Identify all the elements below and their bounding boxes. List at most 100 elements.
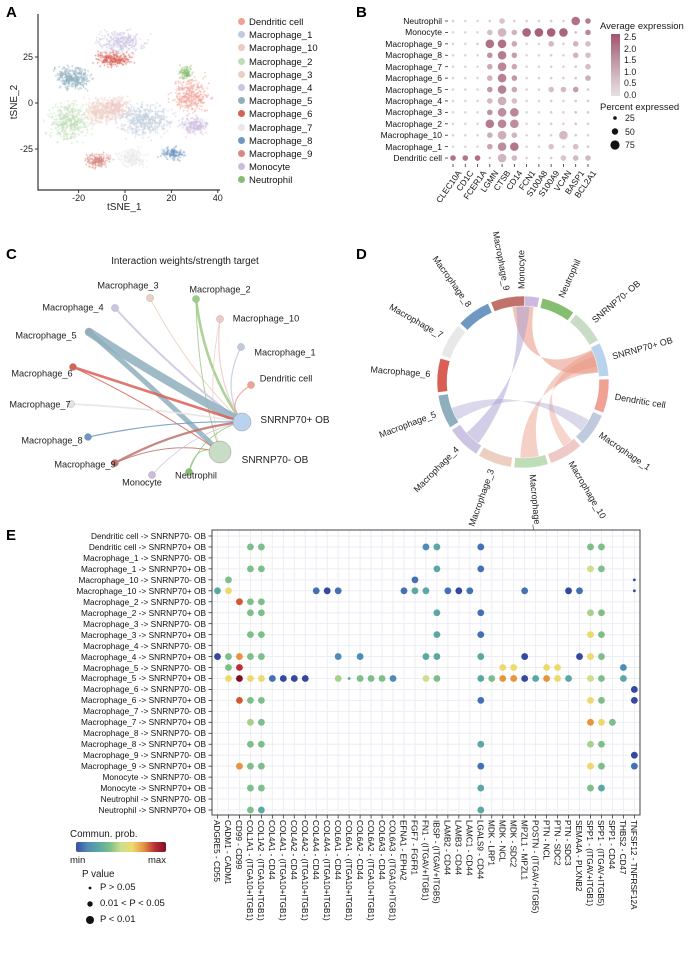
avg-expression-tick: 0.5 — [624, 78, 637, 89]
chord-segment-label: Neutrophil — [556, 258, 582, 299]
cluster-legend-label: Neutrophil — [249, 175, 293, 187]
dotplot-cell-label: Macrophage_10 — [380, 130, 442, 141]
bubble-col-label: COL6A1 - CD44 — [332, 820, 342, 880]
cluster-legend-item: Macrophage_4 — [238, 84, 312, 94]
bubble-col-label: COL1A2 - (ITGA10+ITGB1) — [256, 820, 266, 921]
cluster-legend-item: Macrophage_3 — [238, 71, 312, 81]
panel-e-letter: E — [6, 527, 17, 544]
panel-d-letter: D — [356, 246, 367, 263]
bubble-col-label: PTN - NCL — [541, 820, 551, 861]
hub-label: SNRNP70+ OB — [260, 415, 330, 426]
chord-segment-label: Macrophage_1 — [597, 430, 652, 472]
panel-b-letter: B — [356, 4, 367, 21]
chord-segment-label: Macrophage_7 — [388, 302, 445, 340]
bubble-col-label: SPP1 - CD44 — [607, 820, 617, 870]
bubble-col-label: SPP1 - (ITGAV+ITGB1) — [585, 820, 595, 907]
bubble-row-label: Macrophage_3 -> SNRNP70- OB — [83, 618, 206, 629]
commun-prob-max-label: max — [148, 855, 166, 866]
bubble-col-label: LAMB3 - CD44 — [453, 820, 463, 876]
bubble-col-label: LAMB2 - CD44 — [442, 820, 452, 876]
panel-a-letter: A — [6, 4, 17, 21]
bubble-row-label: Neutrophil -> SNRNP70+ OB — [98, 805, 206, 815]
bubble-row-label: Macrophage_5 -> SNRNP70- OB — [83, 662, 206, 673]
bubble-col-label: FGF7 - FGFR1 — [409, 820, 419, 876]
bubble-row-label: Macrophage_2 -> SNRNP70- OB — [83, 596, 206, 607]
cluster-legend-item: Macrophage_9 — [238, 150, 312, 160]
bubble-row-label: Macrophage_7 -> SNRNP70- OB — [83, 706, 206, 717]
cluster-legend-label: Dendritic cell — [249, 17, 304, 28]
network-node-label: Neutrophil — [175, 470, 217, 481]
chord-segment-label: Macrophage_10 — [566, 459, 608, 520]
cluster-legend-swatch — [238, 18, 245, 25]
network-node-label: Dendritic cell — [259, 373, 313, 384]
cluster-legend-label: Macrophage_2 — [249, 56, 313, 68]
bubble-row-label: Macrophage_4 -> SNRNP70+ OB — [81, 651, 206, 662]
bubble-col-label: FN1 - (ITGAV+ITGB1) — [420, 820, 430, 901]
chord-segment-label: Macrophage_4 — [412, 444, 461, 494]
cluster-legend-label: Macrophage_3 — [249, 69, 313, 81]
cluster-legend-item: Neutrophil — [238, 176, 292, 186]
cluster-legend-label: Monocyte — [249, 162, 291, 174]
network-node-label: Macrophage_10 — [232, 313, 300, 324]
cluster-legend-item: Monocyte — [238, 163, 290, 173]
bubble-col-label: PTN - SDC3 — [563, 820, 573, 866]
bubble-col-label: CADM1 - CADM1 — [223, 820, 233, 885]
tsne-x-tick: 40 — [212, 193, 223, 203]
chord-segment-label: Macrophage_6 — [370, 364, 431, 379]
commun-prob-legend-title: Commun. prob. — [70, 829, 138, 840]
network-node-label: Macrophage_6 — [11, 368, 73, 379]
cluster-legend-item: Macrophage_10 — [238, 44, 318, 54]
bubble-col-label: COL4A2 - (ITGA10+ITGB1) — [299, 820, 309, 921]
dotplot-cell-label: Macrophage_9 — [385, 38, 442, 49]
network-node-label: Monocyte — [122, 477, 162, 488]
chord-segment-label: Macrophage_8 — [431, 254, 474, 309]
bubble-col-label: EFNA1 - EPHA2 — [398, 820, 408, 881]
percent-expressed-label: 25 — [625, 113, 635, 123]
avg-expression-legend-title: Average expression — [600, 21, 684, 32]
cluster-legend-swatch — [238, 110, 245, 118]
dotplot-cell-label: Neutrophil — [403, 16, 442, 26]
cluster-legend-label: Macrophage_10 — [249, 43, 318, 55]
commun-prob-min-label: min — [70, 855, 86, 866]
chord-segment-label: Macrophage_3 — [467, 468, 496, 528]
bubble-row-label: Macrophage_10 -> SNRNP70- OB — [78, 574, 206, 585]
cluster-legend-label: Macrophage_7 — [249, 122, 313, 134]
cluster-legend-item: Macrophage_5 — [238, 97, 312, 107]
bubble-row-label: Macrophage_10 -> SNRNP70+ OB — [76, 585, 206, 596]
tsne-y-tick: 25 — [22, 52, 33, 62]
chord-segment-label: Macrophage_5 — [378, 409, 438, 439]
tsne-x-axis-label: tSNE_1 — [107, 202, 142, 213]
bubble-row-label: Monocyte -> SNRNP70- OB — [102, 772, 206, 783]
cluster-legend-swatch — [238, 57, 245, 65]
network-node-label: Macrophage_2 — [189, 284, 251, 295]
bubble-row-label: Macrophage_5 -> SNRNP70+ OB — [81, 673, 206, 684]
bubble-row-label: Macrophage_1 -> SNRNP70- OB — [83, 552, 206, 563]
bubble-row-label: Monocyte -> SNRNP70+ OB — [100, 783, 206, 794]
pvalue-legend-item: 0.01 < P < 0.05 — [100, 898, 165, 909]
tsne-scatter-canvas — [38, 14, 220, 190]
dotplot-cell-label: Macrophage_7 — [385, 61, 442, 72]
bubble-col-label: COL6A1 - (ITGA10+ITGB1) — [343, 820, 353, 921]
avg-expression-tick: 0.0 — [624, 90, 637, 100]
tsne-y-tick: -25 — [19, 144, 33, 154]
tsne-x-tick: 20 — [166, 193, 177, 203]
dotplot-cell-label: Dendritic cell — [393, 153, 442, 164]
avg-expression-tick: 1.0 — [624, 66, 637, 77]
cluster-legend-item: Macrophage_8 — [238, 137, 312, 147]
cluster-legend-swatch — [238, 150, 245, 157]
bubble-row-label: Macrophage_4 -> SNRNP70- OB — [83, 640, 206, 651]
avg-expression-tick: 2.0 — [624, 43, 637, 54]
bubble-col-label: POSTN - (ITGAV+ITGB5) — [530, 820, 540, 914]
bubble-col-label: COL6A3 - (ITGA10+ITGB1) — [387, 820, 397, 921]
cluster-legend-item: Dendritic cell — [238, 18, 303, 28]
bubble-col-label: MDK - SDC2 — [508, 820, 518, 868]
bubble-col-label: COL1A1 - (ITGA10+ITGB1) — [245, 820, 255, 921]
tsne-y-tick: 0 — [27, 98, 33, 108]
bubble-col-label: COL4A1 - CD44 — [267, 820, 277, 880]
bubble-col-label: MDK - LRP1 — [486, 820, 496, 866]
bubble-row-label: Dendritic cell -> SNRNP70- OB — [90, 531, 206, 541]
percent-expressed-legend-title: Percent expressed — [600, 102, 680, 113]
cluster-legend-swatch — [238, 97, 245, 105]
network-node-label: Macrophage_5 — [15, 330, 77, 341]
